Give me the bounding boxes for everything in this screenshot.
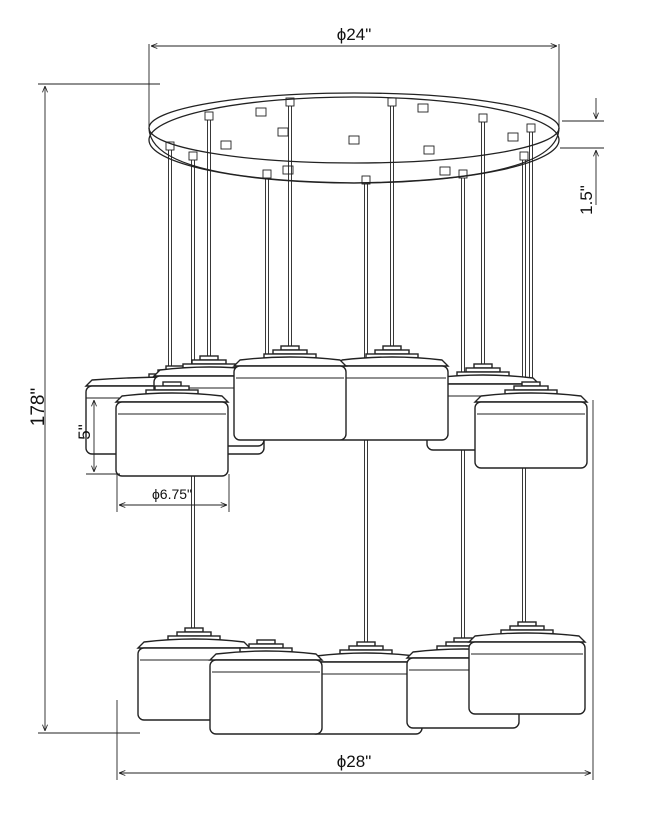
canopy-diameter-dimension: ϕ24"	[148, 25, 560, 128]
cord-3	[204, 111, 214, 370]
overall-diameter-dimension: ϕ28"	[116, 400, 594, 780]
cord-1	[165, 141, 175, 378]
shade-height-label: 5"	[75, 424, 94, 440]
cord-9	[478, 113, 488, 378]
overall-height-dimension: 178"	[28, 83, 160, 734]
shade-diameter-dimension: ϕ6.75"	[116, 474, 230, 512]
lower-shade-2	[308, 641, 424, 735]
overall-height-label: 178"	[28, 388, 49, 426]
canopy-mount-blocks	[220, 103, 519, 176]
cord-4	[262, 169, 272, 365]
shade-height-dimension: 5"	[75, 397, 120, 475]
shade-diameter-label: ϕ6.75"	[152, 486, 192, 502]
cord-5	[285, 97, 295, 355]
overall-diameter-label: ϕ28"	[337, 752, 371, 771]
cord-11	[526, 123, 536, 395]
upper-shade-6	[114, 381, 230, 477]
canopy-height-dimension: 1.5"	[560, 98, 604, 215]
cord-7	[387, 97, 397, 355]
lower-shade-5	[467, 621, 587, 715]
lower-shade-4	[208, 639, 324, 735]
canopy-diameter-label: ϕ24"	[337, 25, 371, 44]
suspension-cords	[165, 97, 536, 660]
canopy-height-label: 1.5"	[577, 185, 596, 215]
upper-shade-7	[473, 381, 589, 469]
upper-shade-4	[334, 345, 450, 441]
upper-tier-shades	[84, 345, 589, 477]
lower-tier-shades	[136, 621, 587, 735]
upper-shade-5	[232, 345, 348, 441]
